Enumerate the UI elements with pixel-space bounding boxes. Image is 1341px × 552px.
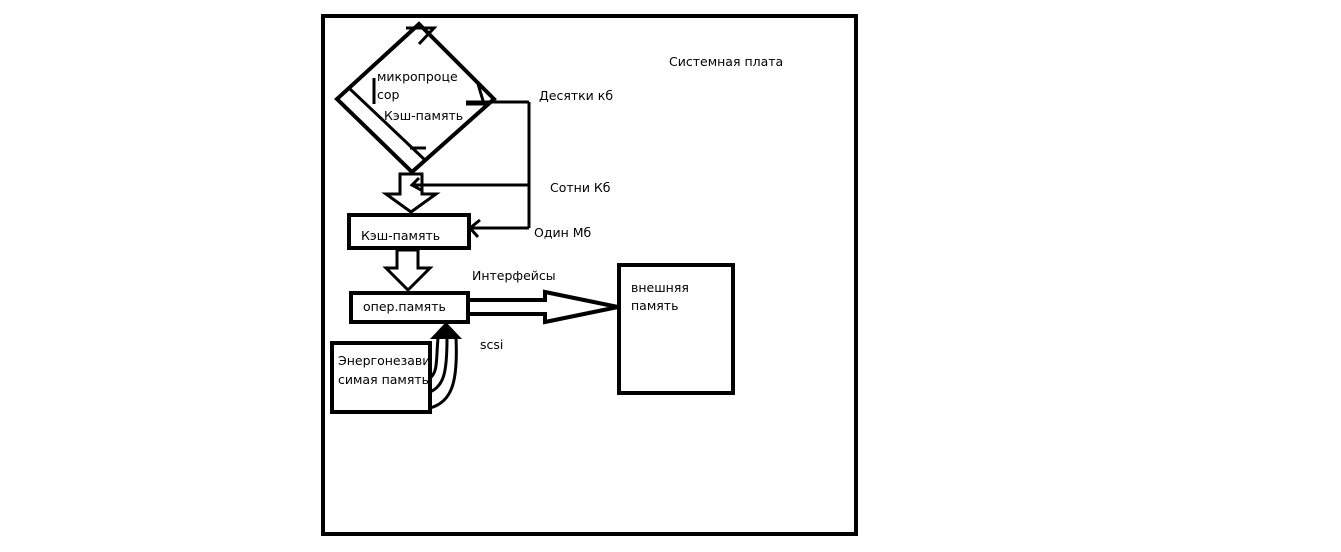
interfaces-label: Интерфейсы — [472, 268, 556, 283]
external-memory-box — [617, 263, 735, 395]
external-label-line1: внешняя — [631, 280, 689, 295]
scsi-label: scsi — [480, 337, 503, 352]
nvram-label-line1: Энергонезави — [338, 353, 430, 368]
system-board-frame — [321, 14, 858, 536]
cpu-label-line2: сор — [377, 87, 400, 102]
ram-label: опер.память — [363, 299, 446, 314]
scsi-cables — [428, 337, 458, 410]
cpu-label-line1: микропроце — [377, 69, 458, 84]
one-mb-label: Один Мб — [534, 225, 592, 240]
arrow-ram-to-external — [466, 289, 619, 325]
nvram-box — [330, 341, 432, 414]
arrow-cpu-to-cache — [381, 172, 441, 214]
hundreds-kb-label: Сотни Кб — [550, 180, 611, 195]
cache-box — [347, 213, 471, 250]
scsi-connector — [430, 322, 462, 339]
external-label-line2: память — [631, 298, 678, 313]
cache-label: Кэш-память — [361, 228, 440, 243]
cpu-diamond — [334, 21, 497, 175]
bracket-lines — [409, 100, 531, 238]
arrow-cache-to-ram — [382, 248, 434, 293]
cpu-cache-label: Кэш-память — [384, 108, 463, 123]
tens-kb-label: Десятки кб — [539, 88, 613, 103]
system-board-label: Системная плата — [669, 54, 783, 69]
nvram-label-line2: симая память — [338, 372, 429, 387]
